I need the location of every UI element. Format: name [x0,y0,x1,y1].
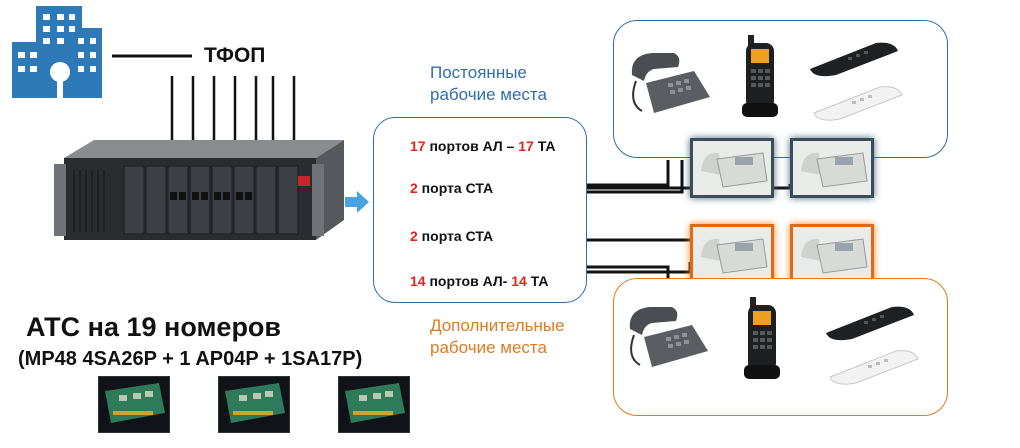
slim-phone-icon [810,42,898,77]
port-line-3: 2 порта СТА [410,228,494,244]
wire-permanent-top [586,160,670,187]
additional-phones-group [613,278,948,416]
port-line-1: 17 портов АЛ – 17 ТА [410,138,556,154]
system-phone-icon [790,138,874,198]
additional-label-line2: рабочие места [430,338,547,357]
circuit-board-icon [218,376,290,433]
trunk-lines [170,76,296,142]
circuit-board-icon [338,376,410,433]
wire-permanent-phones [586,160,684,194]
dect-phone-icon [742,35,778,117]
desk-phone-icon [631,53,710,113]
pbx-configuration: (MP48 4SA26P + 1 AP04P + 1SA17P) [18,348,363,370]
port-line-2: 2 порта СТА [410,180,494,196]
pstn-label: ТФОП [204,44,266,67]
slim-phone-icon [829,350,919,385]
slim-phone-icon [813,86,903,121]
system-phone-icon [690,224,774,284]
permanent-label-line2: рабочие места [430,85,547,104]
slim-phone-icon [826,306,914,341]
additional-workplaces-label: Дополнительные рабочие места [430,315,565,359]
additional-label-line1: Дополнительные [430,316,565,335]
permanent-workplaces-label: Постоянные рабочие места [430,62,547,106]
system-phone-icon [790,224,874,284]
permanent-phones-group [613,20,948,158]
permanent-label-line1: Постоянные [430,63,527,82]
port-allocation-box: 17 портов АЛ – 17 ТА 2 порта СТА 2 порта… [373,117,587,303]
pbx-title: АТС на 19 номеров [26,312,282,342]
building-icon [12,6,102,98]
port-line-4: 14 портов АЛ- 14 ТА [410,273,549,289]
arrow-right-icon [345,191,369,213]
pbx-chassis-icon [54,140,344,240]
circuit-board-icon [98,376,170,433]
system-phone-icon [690,138,774,198]
wire-additional-a [586,265,670,278]
desk-phone-icon [629,307,708,367]
dect-phone-icon [744,297,780,379]
